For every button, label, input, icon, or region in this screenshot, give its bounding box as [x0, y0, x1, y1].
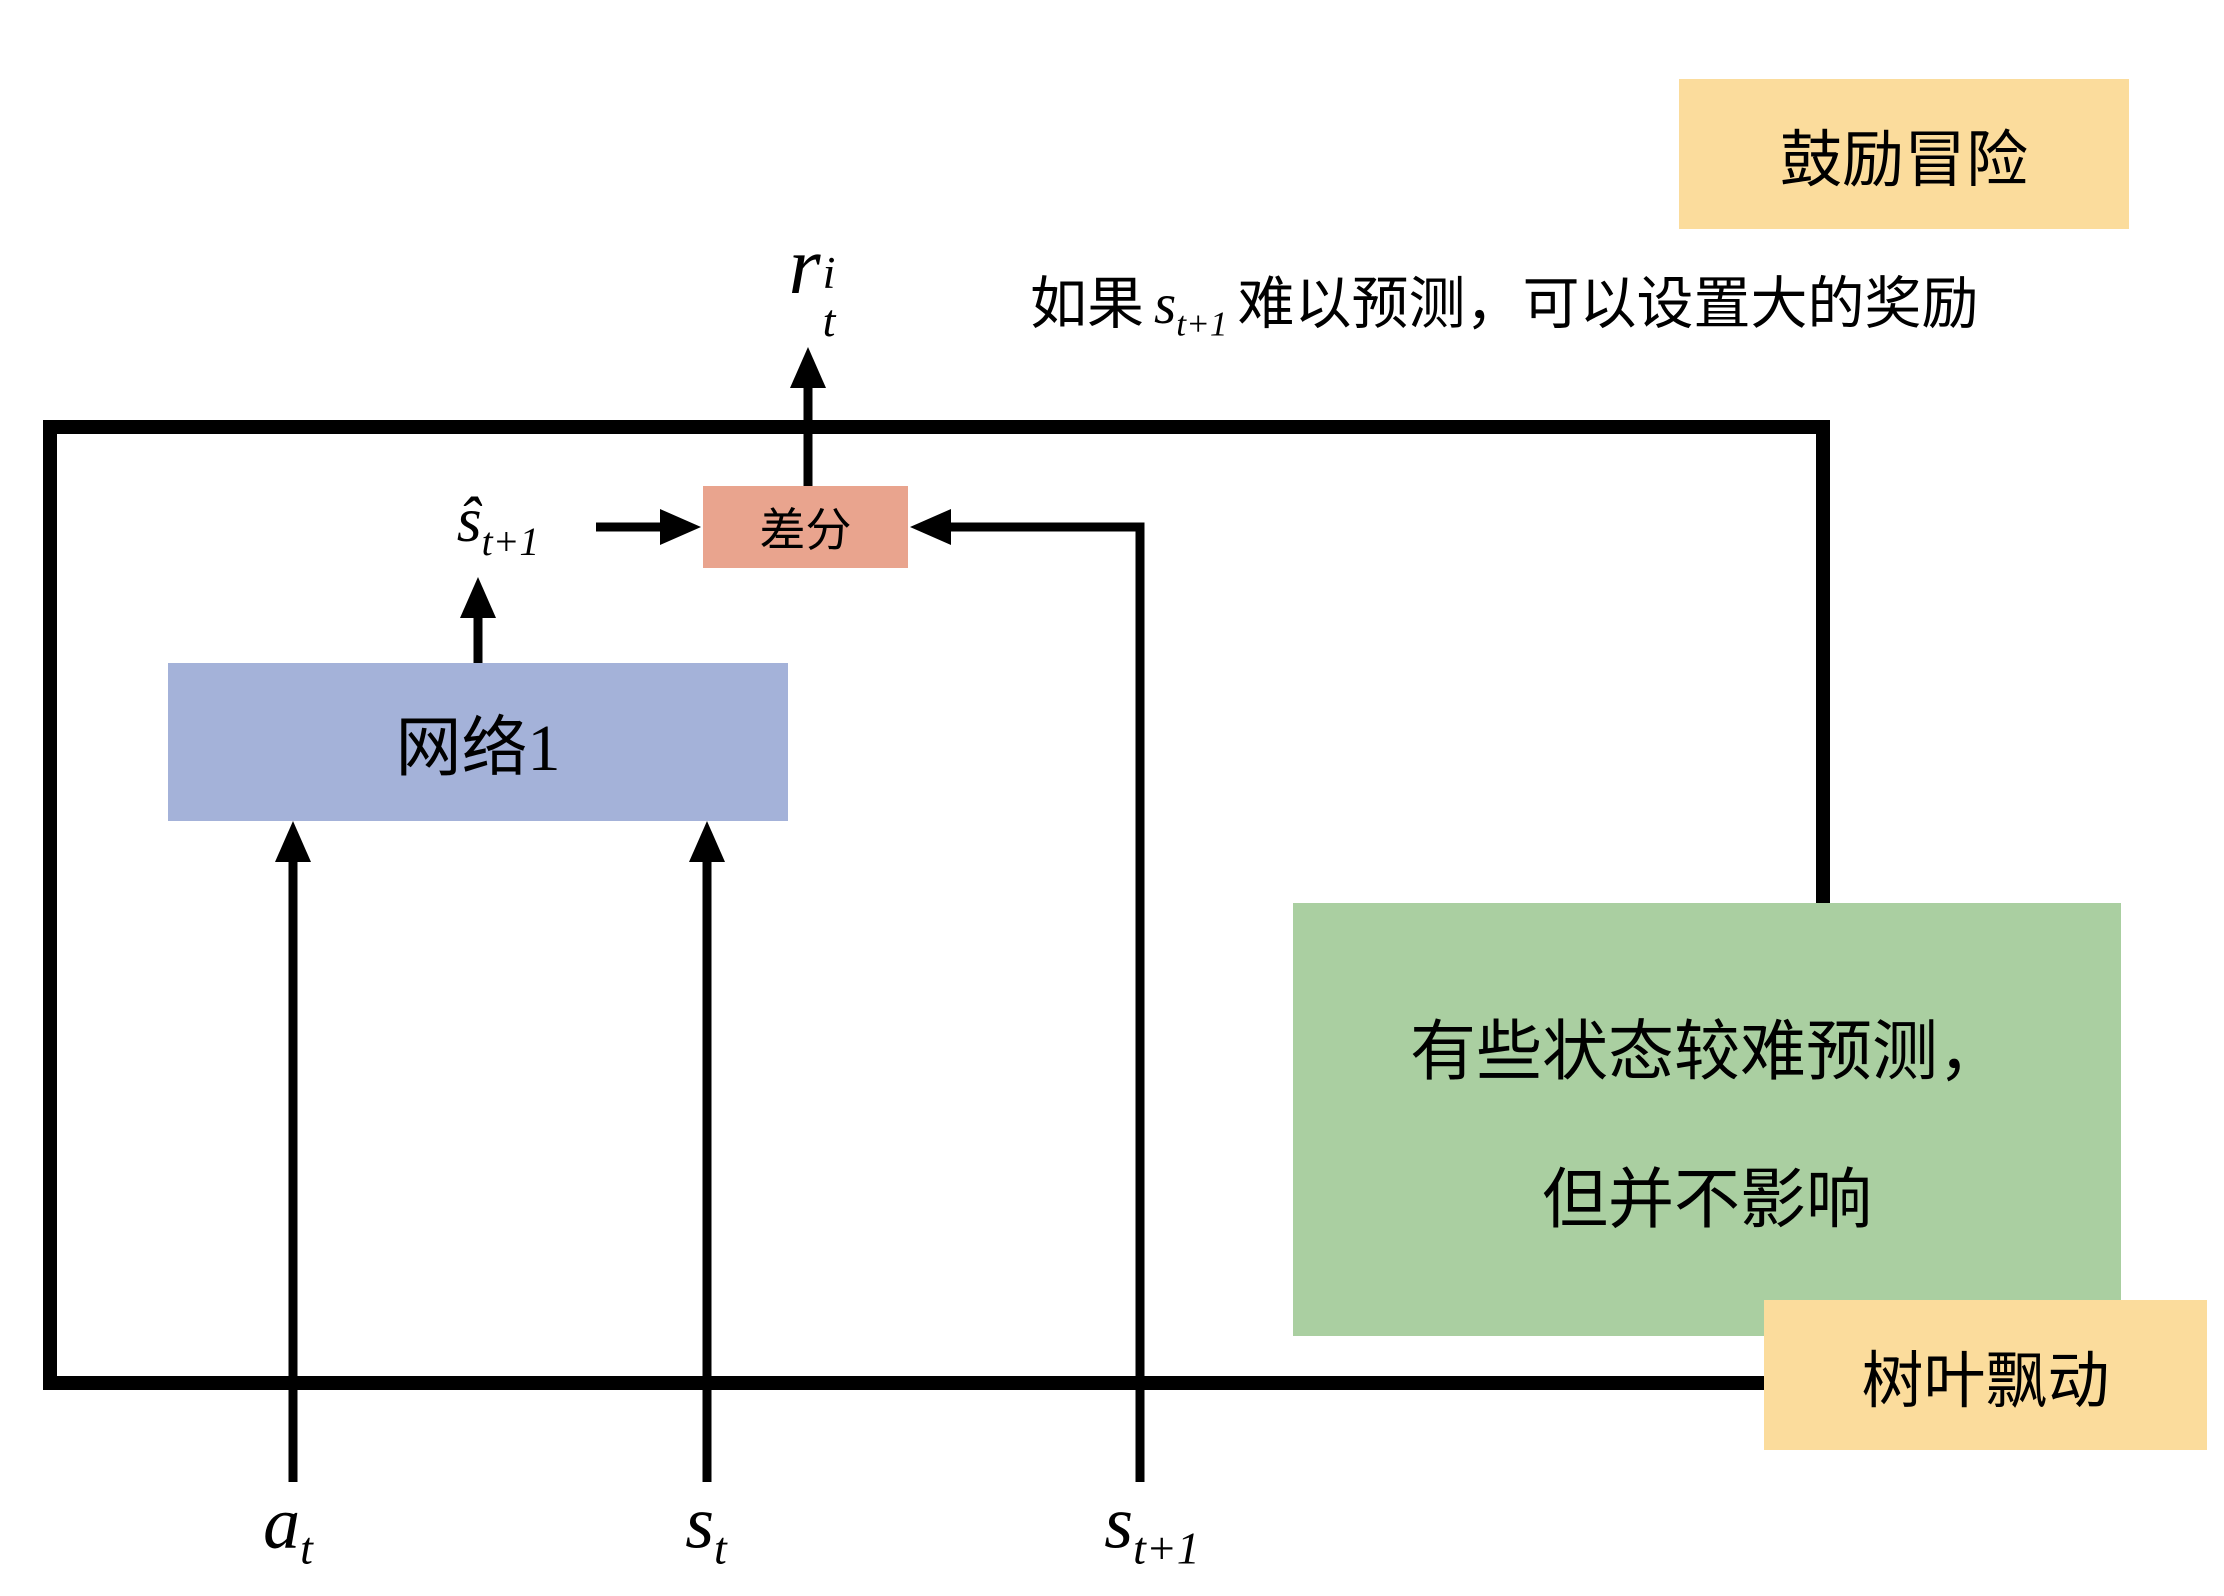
r-base: r [788, 220, 821, 312]
s-t1-sub: t+1 [1133, 1522, 1200, 1574]
s-t1-base: s [1104, 1482, 1134, 1565]
label-action: at [263, 1482, 313, 1575]
network1-label: 网络1 [395, 712, 561, 785]
s-hat-sub: t+1 [481, 519, 540, 564]
r-sub: t [822, 294, 836, 346]
callout-fluttering-leaves: 树叶飘动 [1764, 1300, 2207, 1450]
arrowhead-diff-to-r [790, 347, 826, 388]
network1-box: 网络1 [168, 663, 788, 821]
label-next-state: st+1 [1104, 1482, 1199, 1575]
callout-top-right-label: 鼓励冒险 [1779, 127, 2028, 195]
hint-prefix: 如果 [1030, 273, 1144, 336]
callout-hard-to-predict: 有些状态较难预测， 但并不影响 [1293, 903, 2121, 1336]
s-hat-base: ŝ [456, 484, 482, 556]
callout-green-line2: 但并不影响 [1542, 1163, 1872, 1237]
s-t-sub: t [714, 1522, 727, 1574]
a-t-sub: t [300, 1522, 313, 1574]
difference-box: 差分 [703, 486, 908, 568]
arrowhead-s-t [689, 821, 725, 862]
s-t-base: s [685, 1482, 715, 1565]
callout-bottom-right-label: 树叶飘动 [1861, 1348, 2110, 1416]
hint-suffix: 难以预测，可以设置大的奖励 [1237, 273, 1979, 336]
arrowhead-shat-to-diff [660, 509, 701, 545]
hint-math-sub: t+1 [1176, 304, 1228, 344]
label-predicted-state: ŝt+1 [457, 483, 540, 565]
label-state: st [685, 1482, 727, 1575]
arrowhead-a-t [275, 821, 311, 862]
arrow-line-s-t1 [942, 522, 1145, 1482]
difference-label: 差分 [759, 505, 852, 556]
arrowhead-network-to-shat [460, 577, 496, 618]
callout-green-line1: 有些状态较难预测， [1410, 1015, 2004, 1089]
callout-encourage-exploration: 鼓励冒险 [1679, 79, 2129, 229]
hint-math-base: s [1154, 273, 1177, 336]
a-t-base: a [263, 1482, 301, 1565]
r-sup: i [822, 246, 836, 298]
arrowhead-s-t1 [910, 509, 951, 545]
